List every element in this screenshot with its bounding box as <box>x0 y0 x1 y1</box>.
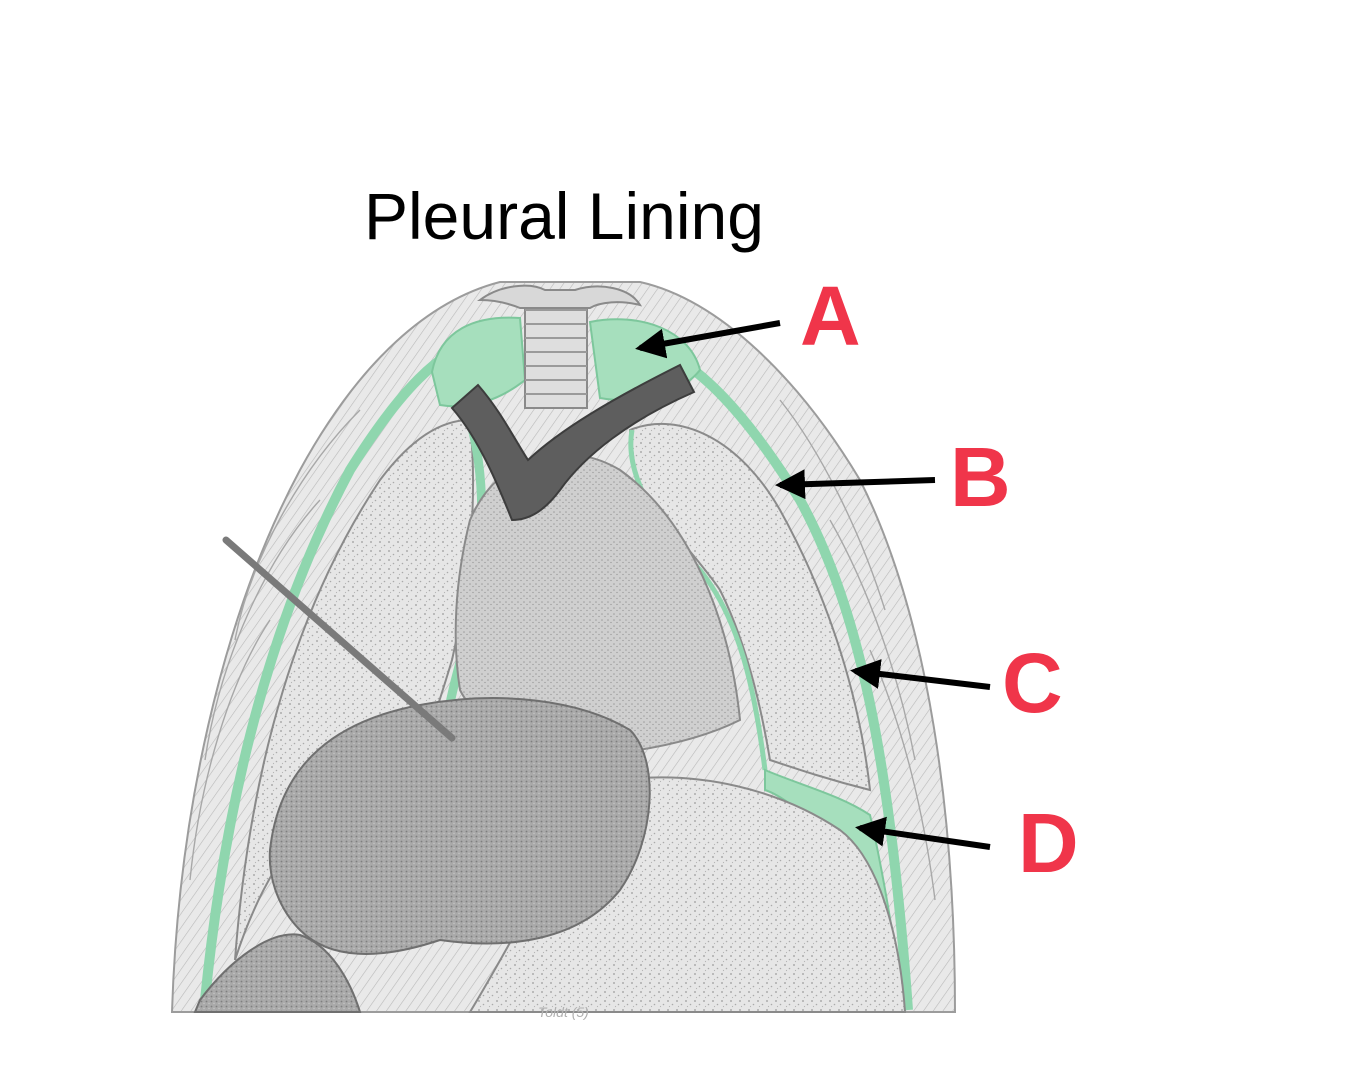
lower-lobe-fold <box>193 933 362 1013</box>
arrow-a <box>635 320 781 359</box>
brachiocephalic-veins <box>450 363 696 522</box>
vertebra-top <box>476 284 643 309</box>
probe <box>222 536 456 742</box>
lifted-lung-lobe <box>268 697 651 955</box>
arrow-b <box>775 469 936 500</box>
slide-title: Pleural Lining <box>364 179 764 253</box>
figure-caption: Toldt (5) <box>538 1004 589 1020</box>
heart <box>454 453 742 757</box>
arrow-d <box>855 816 991 850</box>
arrow-c <box>850 659 991 690</box>
label-a: A <box>800 269 861 363</box>
label-c: C <box>1002 636 1063 730</box>
label-b: B <box>950 430 1011 524</box>
label-d: D <box>1018 796 1079 890</box>
parietal-pleura-line <box>200 335 913 1011</box>
rib-lines <box>189 399 936 901</box>
trachea <box>524 295 588 409</box>
callout-arrows <box>635 320 991 850</box>
right-lung <box>628 422 872 792</box>
